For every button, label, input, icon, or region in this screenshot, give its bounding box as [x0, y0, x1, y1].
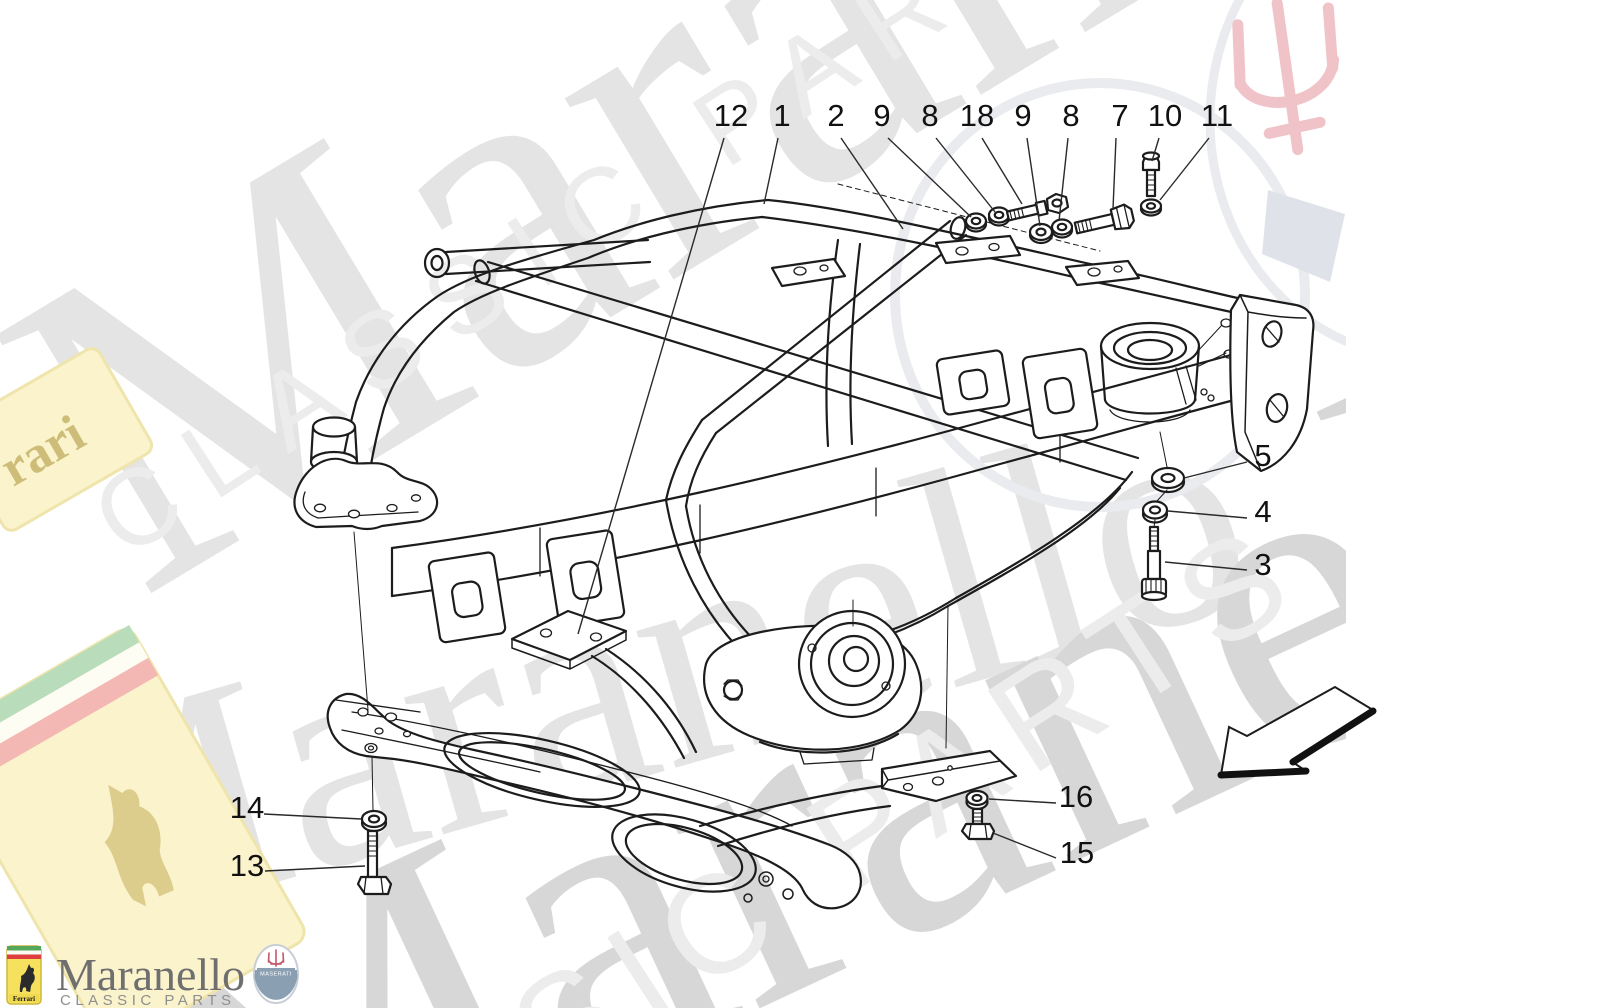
washer-5 [1150, 466, 1186, 494]
callout-leader-3-13 [1164, 561, 1248, 571]
footer-logo: Ferrari Maranello CLASSIC PARTS MASERATI [6, 944, 299, 1008]
fasteners [356, 151, 1186, 896]
callout-label-8-4: 8 [921, 98, 938, 133]
washer-16 [965, 789, 989, 811]
right-bushing [1099, 318, 1235, 423]
callout-leader-2-2 [840, 137, 904, 230]
callout-label-2-2: 2 [827, 98, 844, 133]
callout-label-3-13: 3 [1254, 547, 1271, 582]
callout-label-5-11: 5 [1254, 438, 1271, 473]
callout-leader-1-1 [763, 137, 779, 205]
callout-leader-5-11 [1183, 461, 1248, 479]
right-white-margin [1346, 0, 1598, 1008]
watermark-ferrari-badge-bottom [0, 625, 306, 1008]
footer-tagline: CLASSIC PARTS [60, 992, 235, 1008]
callout-label-18-5: 18 [960, 98, 994, 133]
callout-leader-8-4 [935, 137, 996, 213]
ferrari-badge-label: Ferrari [13, 995, 35, 1003]
callout-label-15-17: 15 [1060, 835, 1094, 870]
socket-bolt-3 [1140, 525, 1168, 602]
watermark-trident-icon [1232, 0, 1340, 156]
callout-leader-15-17 [992, 832, 1057, 859]
callout-label-4-12: 4 [1254, 494, 1271, 529]
footer-brand: Maranello [56, 949, 245, 1000]
right-end-bracket [1229, 293, 1315, 473]
callout-label-13-15: 13 [230, 848, 264, 883]
callout-label-10-9: 10 [1148, 98, 1182, 133]
callout-leader-16-16 [988, 798, 1057, 804]
direction-arrow-icon [1217, 685, 1377, 779]
maserati-badge-icon: MASERATI [253, 944, 299, 1004]
washer-4 [1141, 500, 1169, 524]
callout-label-9-3: 9 [873, 98, 890, 133]
callout-label-8-7: 8 [1062, 98, 1079, 133]
frame-pad-brackets [427, 347, 1099, 644]
bolt-13 [356, 829, 393, 896]
callout-leader-18-5 [981, 137, 1023, 205]
callout-label-12-0: 12 [714, 98, 748, 133]
vertical-bolt [1141, 151, 1161, 198]
callout-leader-9-3 [887, 137, 972, 218]
lower-crossmember [326, 531, 1018, 910]
stud-bolt [1005, 199, 1049, 222]
watermark-horse-shape [104, 784, 174, 907]
callout-leader-12-0 [577, 137, 725, 635]
rear-chassis-frame [293, 183, 1315, 765]
center-rubber-mount [703, 599, 923, 765]
chassis-drawing [293, 151, 1315, 910]
washer-14 [360, 809, 388, 833]
callout-leader-10-9 [1151, 137, 1160, 162]
maserati-badge-label: MASERATI [260, 972, 292, 978]
callout-label-9-6: 9 [1014, 98, 1031, 133]
watermark-gray-wedge [1262, 190, 1345, 282]
hex-nut [1045, 192, 1070, 215]
watermark-ring [890, 78, 1310, 512]
washer [964, 198, 1163, 245]
bolt-15 [960, 807, 996, 841]
callout-leader-13-15 [264, 865, 366, 872]
watermark-ferrari-badge-top: rari [0, 347, 154, 532]
callout-leader-7-8 [1112, 137, 1117, 210]
callout-label-16-16: 16 [1059, 779, 1093, 814]
callout-leader-8-7 [1058, 137, 1069, 222]
ferrari-badge-icon: Ferrari [6, 945, 42, 1005]
callout-label-14-14: 14 [230, 790, 264, 825]
callout-label-7-8: 7 [1111, 98, 1128, 133]
callout-leader-14-14 [263, 813, 362, 820]
callout-leader-11-10 [1159, 137, 1210, 201]
callout-label-11-10: 11 [1201, 98, 1233, 133]
callout-leader-4-12 [1167, 510, 1248, 519]
callout-label-1-1: 1 [773, 98, 790, 133]
long-bolt [1073, 203, 1135, 235]
left-mount [293, 416, 439, 531]
callout-leader-9-6 [1026, 137, 1041, 227]
